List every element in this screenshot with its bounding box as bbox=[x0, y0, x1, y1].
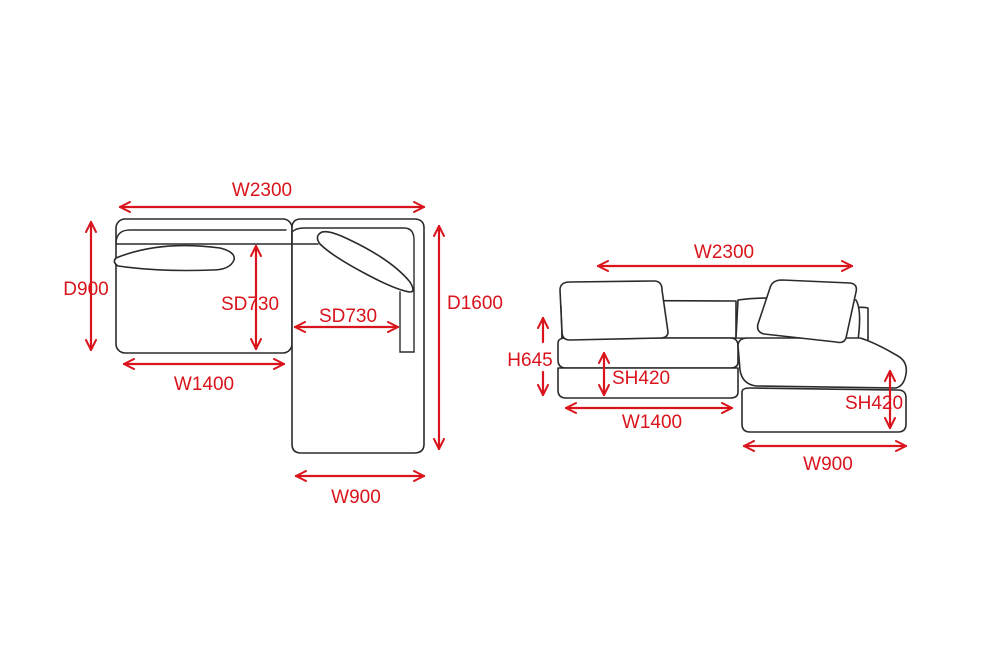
top-view-drawing bbox=[113, 218, 425, 454]
top-left-depth-dimension: D900 bbox=[63, 220, 109, 352]
top-left-cushion bbox=[113, 244, 236, 272]
top-left-width-label: W1400 bbox=[174, 374, 234, 395]
front-right-width-dimension: W900 bbox=[742, 440, 908, 475]
top-left-seat-depth-dimension: SD730 bbox=[221, 244, 279, 351]
top-left-seat-depth-label: SD730 bbox=[221, 294, 279, 315]
top-total-width-label: W2300 bbox=[232, 180, 292, 201]
front-right-width-label: W900 bbox=[803, 454, 853, 475]
front-view-drawing bbox=[557, 279, 908, 433]
top-left-module bbox=[115, 218, 293, 354]
front-height-dimension: H645 bbox=[507, 316, 553, 397]
front-left-seat-height-dimension: SH420 bbox=[598, 351, 670, 397]
top-right-cushion bbox=[316, 230, 414, 293]
front-right-base bbox=[741, 387, 907, 433]
top-right-width-dimension: W900 bbox=[294, 470, 426, 508]
top-right-width-label: W900 bbox=[331, 487, 381, 508]
top-total-width-dimension: W2300 bbox=[118, 180, 426, 213]
front-height-label: H645 bbox=[507, 350, 552, 371]
front-left-seat bbox=[557, 337, 739, 369]
top-left-depth-label: D900 bbox=[63, 279, 108, 300]
front-left-width-dimension: W1400 bbox=[564, 402, 734, 433]
top-left-width-dimension: W1400 bbox=[122, 358, 286, 395]
top-total-depth-dimension: D1600 bbox=[433, 224, 503, 451]
front-right-seat-height-dimension: SH420 bbox=[845, 369, 903, 430]
front-total-width-dimension: W2300 bbox=[596, 242, 854, 272]
top-right-seat-depth-label: SD730 bbox=[319, 306, 377, 327]
front-left-seat-height-label: SH420 bbox=[612, 368, 670, 389]
front-left-width-label: W1400 bbox=[622, 412, 682, 433]
front-left-back-cushion bbox=[559, 280, 669, 341]
top-total-depth-label: D1600 bbox=[447, 293, 503, 314]
front-right-back-cushion bbox=[756, 279, 858, 344]
front-total-width-label: W2300 bbox=[694, 242, 754, 263]
top-right-seat-depth-dimension: SD730 bbox=[293, 306, 400, 333]
front-right-seat-height-label: SH420 bbox=[845, 393, 903, 414]
front-right-seat bbox=[737, 337, 908, 389]
